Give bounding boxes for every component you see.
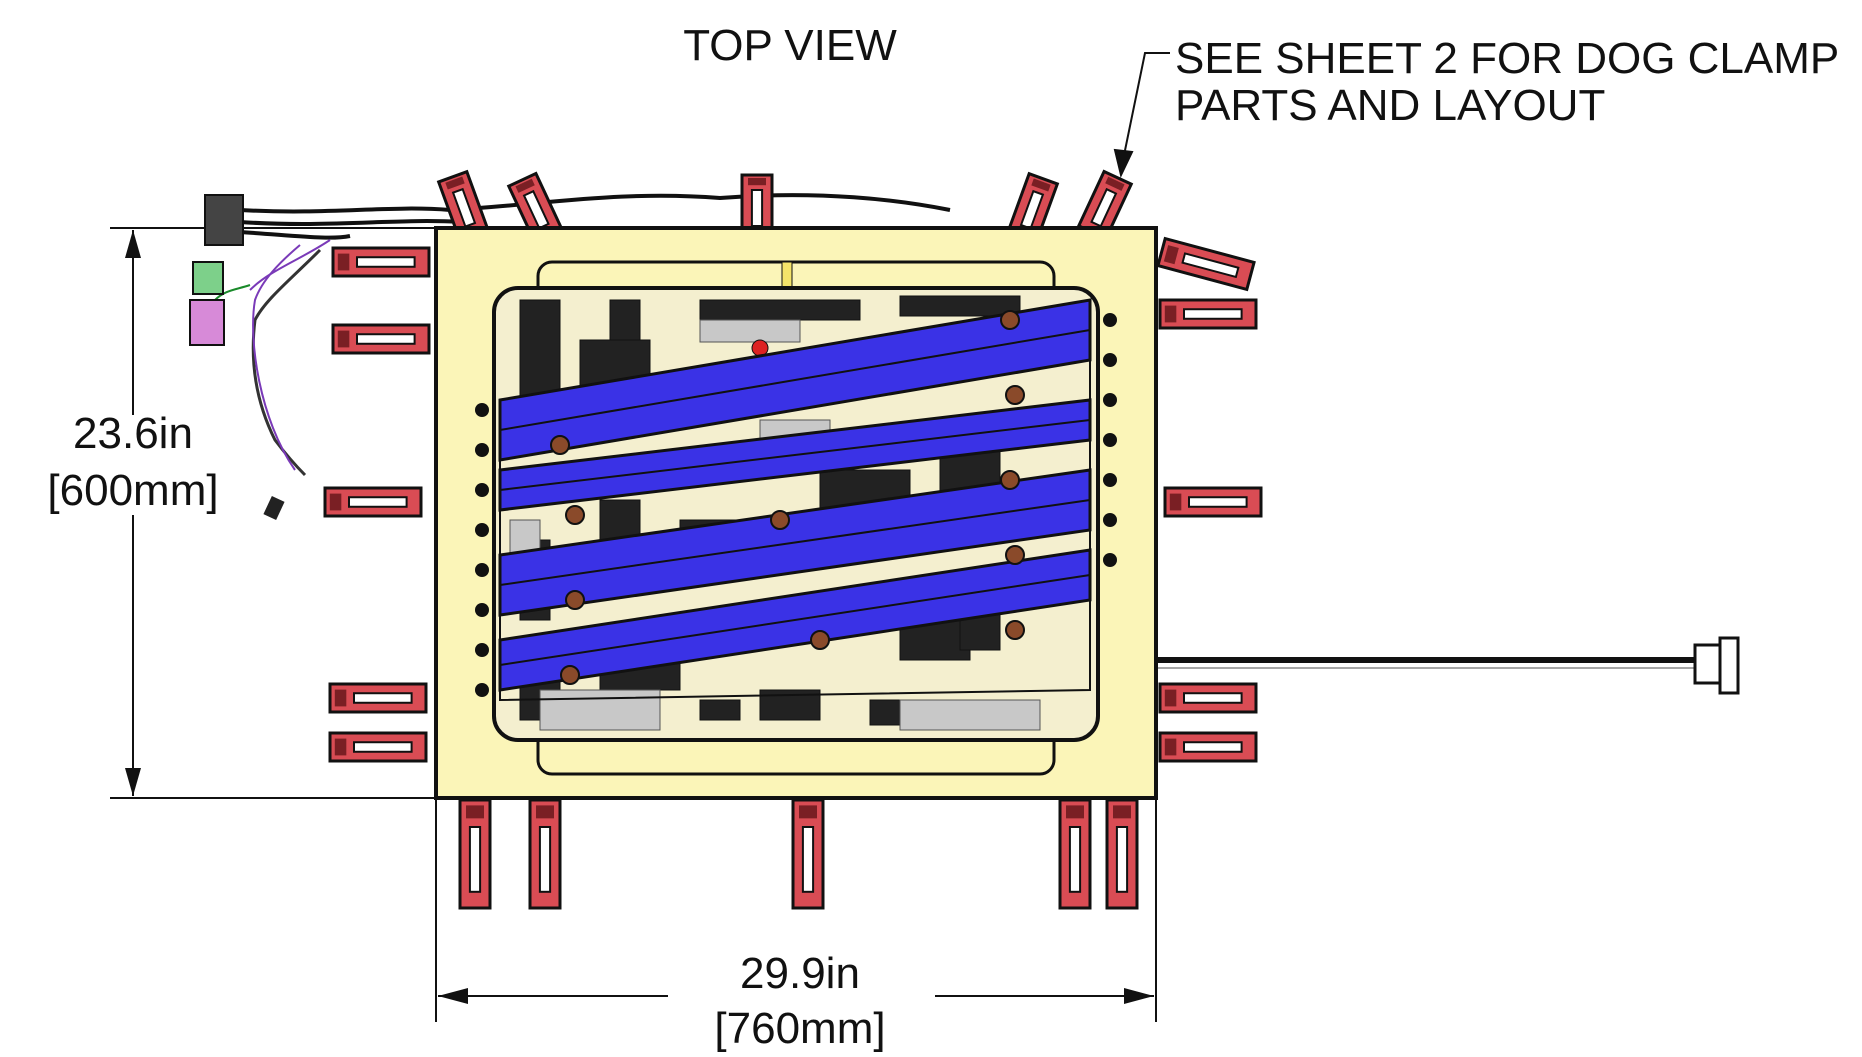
dog-clamp: [458, 798, 492, 910]
dog-clamp: [323, 486, 423, 518]
edge-bolt: [475, 443, 489, 457]
note-line-1: SEE SHEET 2 FOR DOG CLAMP: [1175, 34, 1839, 83]
dog-clamp: [506, 171, 564, 243]
top-left-cable-bundle: [214, 193, 951, 477]
dog-clamp: [528, 798, 562, 910]
bar-bolt: [770, 510, 790, 530]
edge-bolt: [1103, 513, 1117, 527]
edge-bolt: [475, 403, 489, 417]
dog-clamp: [1105, 798, 1139, 910]
width-dim-imperial: 29.9in: [740, 949, 860, 998]
edge-bolt: [475, 683, 489, 697]
clamp-bar-centerline: [499, 574, 1091, 666]
machine-housing: [899, 699, 1041, 731]
bar-bolt: [1005, 545, 1025, 565]
bar-bolt: [565, 590, 585, 610]
machine-part: [699, 299, 861, 321]
edge-bolt: [1103, 473, 1117, 487]
edge-bolt: [475, 523, 489, 537]
dog-clamp: [1156, 236, 1256, 292]
edge-bolt: [1103, 313, 1117, 327]
height-dim-imperial: 23.6in: [73, 409, 193, 458]
note-leader: [1113, 52, 1170, 178]
height-dimension: [110, 227, 435, 799]
clamp-bar-centerline: [499, 499, 1091, 586]
dog-clamp: [331, 246, 431, 278]
dog-clamp: [1058, 798, 1092, 910]
edge-bolt: [475, 643, 489, 657]
bar-bolt: [1000, 470, 1020, 490]
dog-clamp: [331, 323, 431, 355]
clamp-bar-centerline: [499, 329, 1091, 431]
edge-bolts: [475, 313, 1117, 697]
right-cable: [1156, 636, 1740, 695]
edge-bolt: [475, 563, 489, 577]
clamp-bar-centerline: [499, 419, 1091, 491]
edge-bolt: [1103, 393, 1117, 407]
edge-bolt: [1103, 353, 1117, 367]
dog-clamp: [1006, 171, 1060, 243]
dog-clamp: [328, 682, 428, 714]
bar-bolt: [550, 435, 570, 455]
height-dim-metric: [600mm]: [47, 466, 218, 515]
dog-clamp: [1158, 298, 1258, 330]
bar-assembly-outline: [499, 298, 1091, 702]
width-dimension: [435, 800, 1157, 1022]
dog-clamp: [1163, 486, 1263, 518]
bar-bolt: [565, 505, 585, 525]
dog-clamp: [1158, 682, 1258, 714]
edge-bolt: [475, 603, 489, 617]
edge-bolt: [1103, 553, 1117, 567]
machine-part: [609, 299, 641, 341]
bar-bolt: [810, 630, 830, 650]
machine-housing: [539, 689, 661, 731]
dog-clamp: [791, 798, 825, 910]
edge-bolt: [475, 483, 489, 497]
bar-bolt: [560, 665, 580, 685]
bar-bolt: [1005, 385, 1025, 405]
machine-part: [699, 699, 741, 721]
left-cable-connectors: [189, 194, 285, 521]
width-dim-metric: [760mm]: [714, 1004, 885, 1053]
dog-clamp: [1158, 731, 1258, 763]
note-line-2: PARTS AND LAYOUT: [1175, 81, 1605, 130]
view-title: TOP VIEW: [683, 21, 897, 70]
frame-marker: [781, 261, 793, 291]
dog-clamps: [323, 169, 1263, 910]
blue-clamp-bars: [498, 298, 1092, 702]
dog-clamp: [328, 731, 428, 763]
machine-part: [899, 295, 1021, 317]
machine-housing: [699, 319, 801, 343]
bar-bolt: [1000, 310, 1020, 330]
edge-bolt: [1103, 433, 1117, 447]
bar-bolt: [1005, 620, 1025, 640]
